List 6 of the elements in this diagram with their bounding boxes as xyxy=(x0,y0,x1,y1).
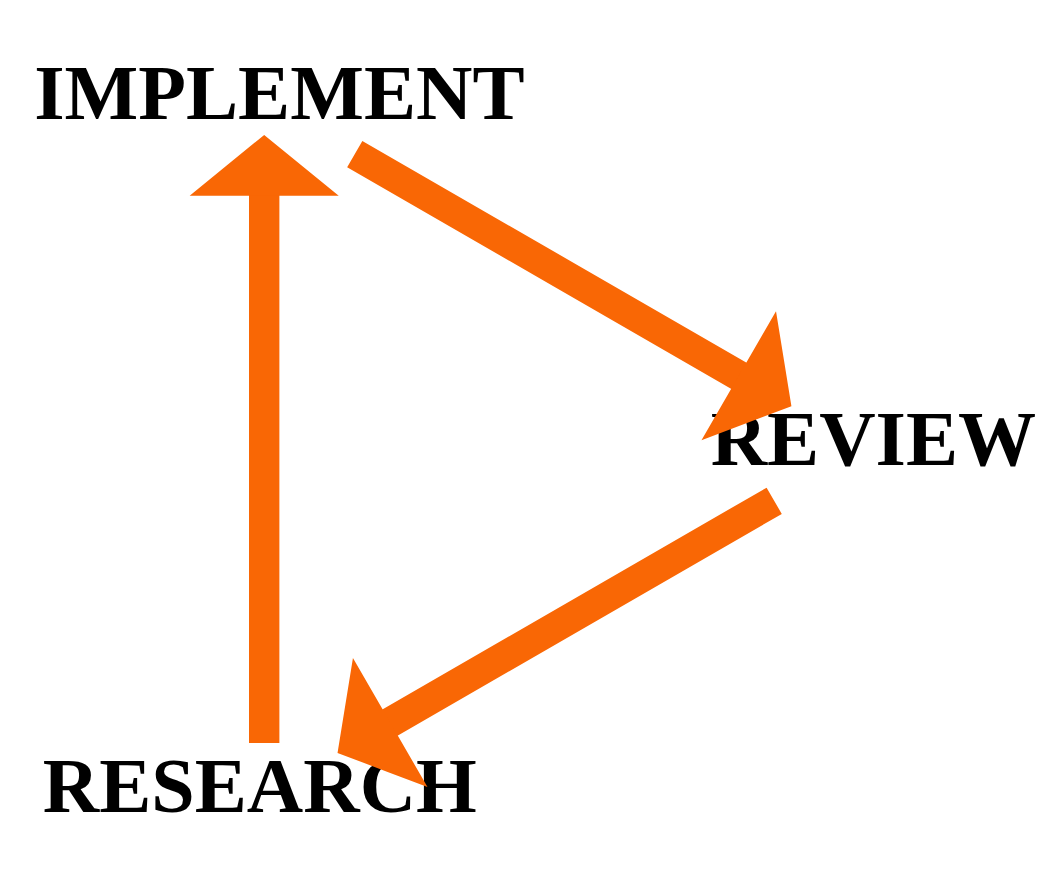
node-text: REVIEW xyxy=(710,394,1037,482)
arrow xyxy=(189,134,339,743)
arrow xyxy=(337,487,782,787)
node-text: RESEARCH xyxy=(42,741,477,829)
arrow xyxy=(347,140,792,440)
node-text: IMPLEMENT xyxy=(34,48,525,136)
